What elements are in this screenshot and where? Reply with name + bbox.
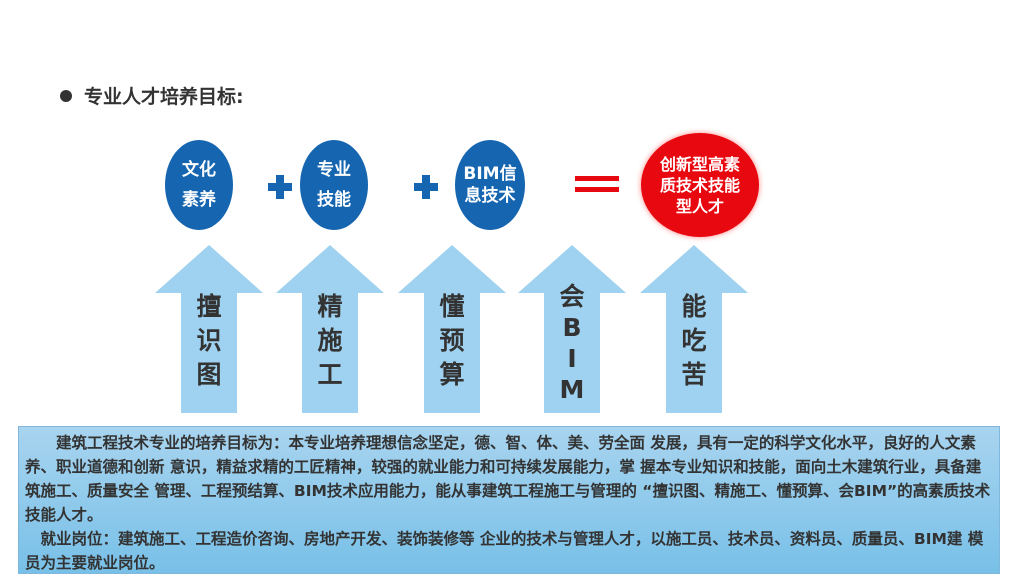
arrow-label: 精施工	[317, 292, 343, 389]
up-arrow: 精施工	[276, 245, 384, 413]
circle-text: 专业	[317, 160, 351, 180]
arrow-shape	[640, 245, 748, 413]
circle-text: 素养	[182, 190, 216, 210]
description-box: 建筑工程技术专业的培养目标为：本专业培养理想信念坚定，德、智、体、美、劳全面 发…	[18, 426, 1000, 574]
circle-culture: 文化素养	[165, 140, 233, 230]
arrow-shape	[518, 245, 626, 413]
arrow-shape	[155, 245, 263, 413]
up-arrow: 擅识图	[155, 245, 263, 413]
result-text: 创新型高素	[659, 154, 740, 174]
circle-text: 息技术	[464, 186, 516, 206]
arrow-label: 擅识图	[196, 292, 222, 389]
bullet-icon	[60, 89, 72, 102]
equals-icon	[575, 176, 619, 194]
arrow-label: 能吃苦	[681, 292, 707, 389]
result-text: 质技术技能	[659, 175, 740, 195]
section-title: 专业人才培养目标:	[60, 82, 244, 109]
circle-text: 技能	[317, 190, 351, 210]
arrow-label: 懂预算	[439, 292, 465, 389]
result-text: 型人才	[675, 196, 724, 216]
plus-icon	[414, 175, 438, 199]
up-arrow: 会BIM	[518, 245, 626, 413]
up-arrow: 懂预算	[398, 245, 506, 413]
circle-text: BIM信	[463, 164, 517, 184]
arrow-shape	[276, 245, 384, 413]
up-arrow: 能吃苦	[640, 245, 748, 413]
description-paragraph: 建筑工程技术专业的培养目标为：本专业培养理想信念坚定，德、智、体、美、劳全面 发…	[25, 434, 991, 524]
arrow-label: 会BIM	[559, 282, 585, 404]
circle-text: 文化	[182, 160, 216, 180]
circle-skill: 专业技能	[300, 140, 368, 230]
arrow-shape	[398, 245, 506, 413]
section-title-text: 专业人才培养目标:	[84, 86, 244, 108]
circle-result: 创新型高素质技术技能型人才	[641, 133, 759, 237]
circle-bim: BIM信息技术	[455, 140, 525, 230]
plus-icon	[268, 175, 292, 199]
description-paragraph: 就业岗位：建筑施工、工程造价咨询、房地产开发、装饰装修等 企业的技术与管理人才，…	[25, 530, 984, 572]
